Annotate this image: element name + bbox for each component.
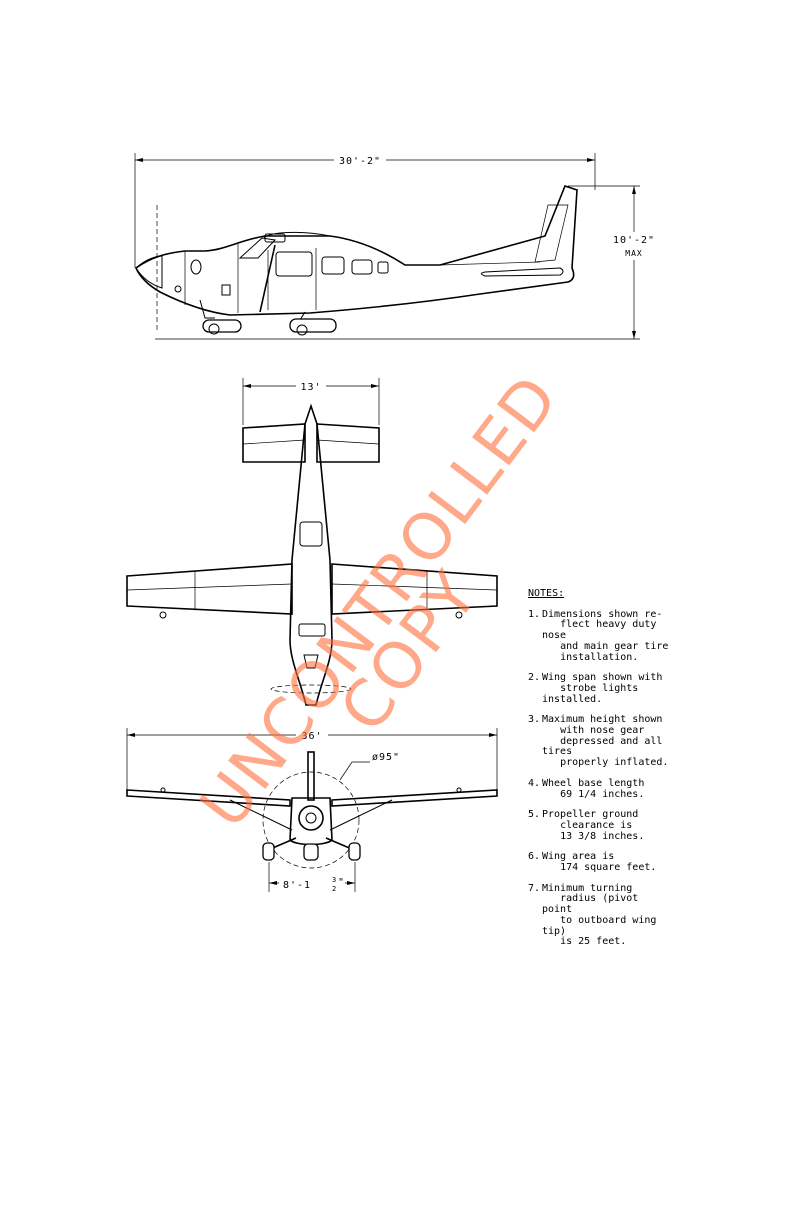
tread-fraction-numerator: 3 [332, 876, 337, 884]
side-view: 30'-2" 10'-2" MAX [134, 153, 656, 340]
note-item: 2.Wing span shown with strobe lights ins… [528, 672, 778, 705]
tread-inch-mark: " [338, 877, 345, 888]
note-text: Wing area is 174 square feet. [542, 851, 657, 874]
front-view: 36' ø95" 8'-1 3 2 [126, 728, 498, 893]
top-view: 13' [126, 378, 498, 706]
note-text: Wheel base length 69 1/4 inches. [542, 777, 645, 800]
prop-diameter-label: ø95" [372, 752, 400, 763]
note-text: Dimensions shown re- flect heavy duty no… [542, 608, 669, 663]
note-text: Wing span shown with strobe lights insta… [542, 672, 663, 705]
height-dimension-label: 10'-2" [613, 235, 655, 246]
wing-span-dimension-label: 36' [301, 731, 322, 742]
notes-header: NOTES: [528, 588, 565, 599]
height-dimension-note: MAX [625, 249, 642, 258]
length-dimension-label: 30'-2" [339, 156, 381, 167]
note-text: Maximum height shown with nose gear depr… [542, 714, 669, 769]
note-item: 6.Wing area is 174 square feet. [528, 851, 778, 874]
tail-span-dimension-label: 13' [300, 382, 321, 393]
notes-panel: NOTES: 1.Dimensions shown re- flect heav… [528, 588, 778, 958]
note-item: 4.Wheel base length 69 1/4 inches. [528, 777, 778, 800]
note-item: 3.Maximum height shown with nose gear de… [528, 714, 669, 769]
note-item: 5.Propeller ground clearance is 13 3/8 i… [528, 809, 778, 842]
note-item: 1.Dimensions shown re- flect heavy duty … [528, 608, 669, 663]
note-text: Minimum turning radius (pivot point to o… [542, 882, 657, 948]
note-text: Propeller ground clearance is 13 3/8 inc… [542, 809, 645, 842]
tread-fraction-denominator: 2 [332, 885, 337, 893]
tread-dimension-label: 8'-1 [283, 880, 311, 891]
note-item: 7.Minimum turning radius (pivot point to… [528, 882, 778, 948]
